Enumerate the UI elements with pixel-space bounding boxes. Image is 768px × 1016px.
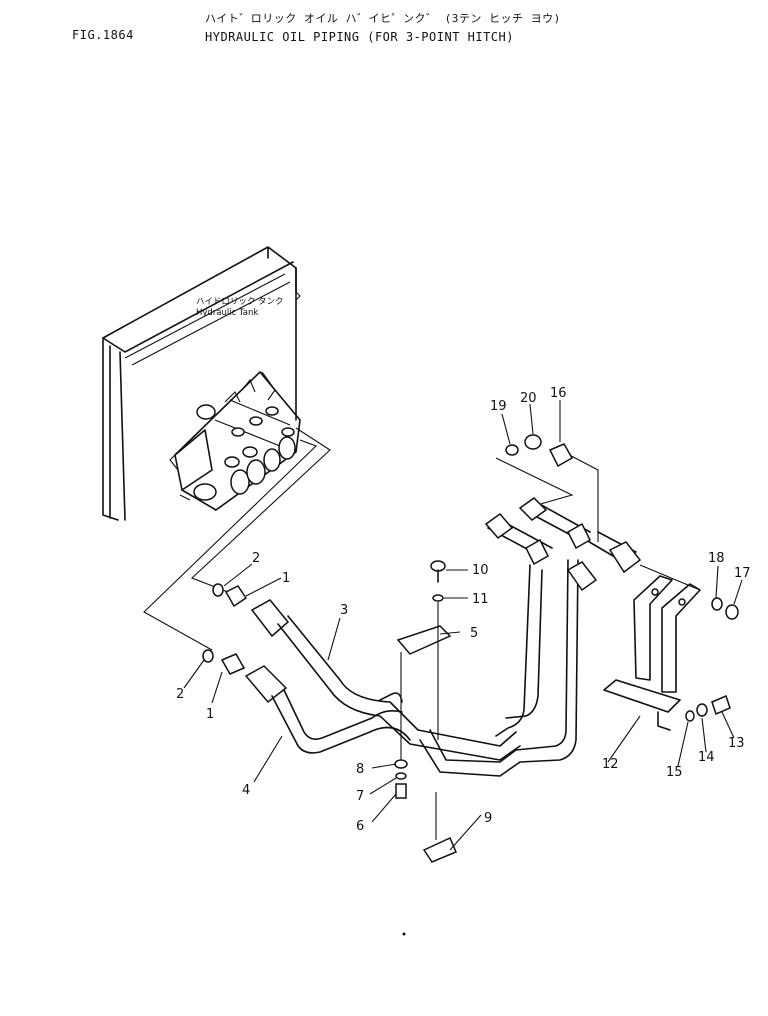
callout-2-lower: 2	[176, 687, 184, 702]
guide-lines	[143, 427, 701, 651]
callout-12: 12	[602, 757, 619, 772]
callout-14: 14	[698, 750, 715, 765]
pipes	[271, 497, 642, 777]
callout-15: 15	[666, 765, 683, 780]
control-valve	[169, 371, 301, 511]
bracket-assembly	[505, 434, 739, 731]
callout-leaders	[183, 400, 743, 851]
fittings-left	[202, 583, 290, 704]
tank-label-jp: ハイドロリック タンク	[196, 297, 284, 307]
scan-dot	[402, 932, 406, 936]
tank-label-en: Hydraulic Tank	[196, 308, 258, 318]
callout-6: 6	[356, 819, 364, 834]
callout-7: 7	[356, 789, 364, 804]
callout-5: 5	[470, 626, 478, 641]
callout-11: 11	[472, 592, 489, 607]
hydraulic-tank: ハイドロリック タンク Hydraulic Tank	[102, 246, 301, 521]
callout-1-lower: 1	[206, 707, 214, 722]
callout-19: 19	[490, 399, 507, 414]
callout-10: 10	[472, 563, 489, 578]
figure-number: FIG.1864	[72, 28, 134, 42]
callout-4: 4	[242, 783, 250, 798]
callout-13: 13	[728, 736, 745, 751]
callout-numbers: 1 2 1 2 3 4 5 6 7 8 9 10 11 12 13 14 15 …	[176, 386, 751, 834]
callout-3: 3	[340, 603, 348, 618]
callout-16: 16	[550, 386, 567, 401]
clamp-assembly	[394, 560, 457, 863]
callout-2-upper: 2	[252, 551, 260, 566]
title-japanese: ハイト゛ロリック オイル ハ゛イヒ゜ンク゛ (3テン ヒッチ ヨウ)	[205, 12, 561, 25]
callout-20: 20	[520, 391, 537, 406]
callout-18: 18	[708, 551, 725, 566]
callout-1-upper: 1	[282, 571, 290, 586]
title-english: HYDRAULIC OIL PIPING (FOR 3-POINT HITCH)	[205, 30, 514, 44]
callout-17: 17	[734, 566, 751, 581]
callout-8: 8	[356, 762, 364, 777]
callout-9: 9	[484, 811, 492, 826]
